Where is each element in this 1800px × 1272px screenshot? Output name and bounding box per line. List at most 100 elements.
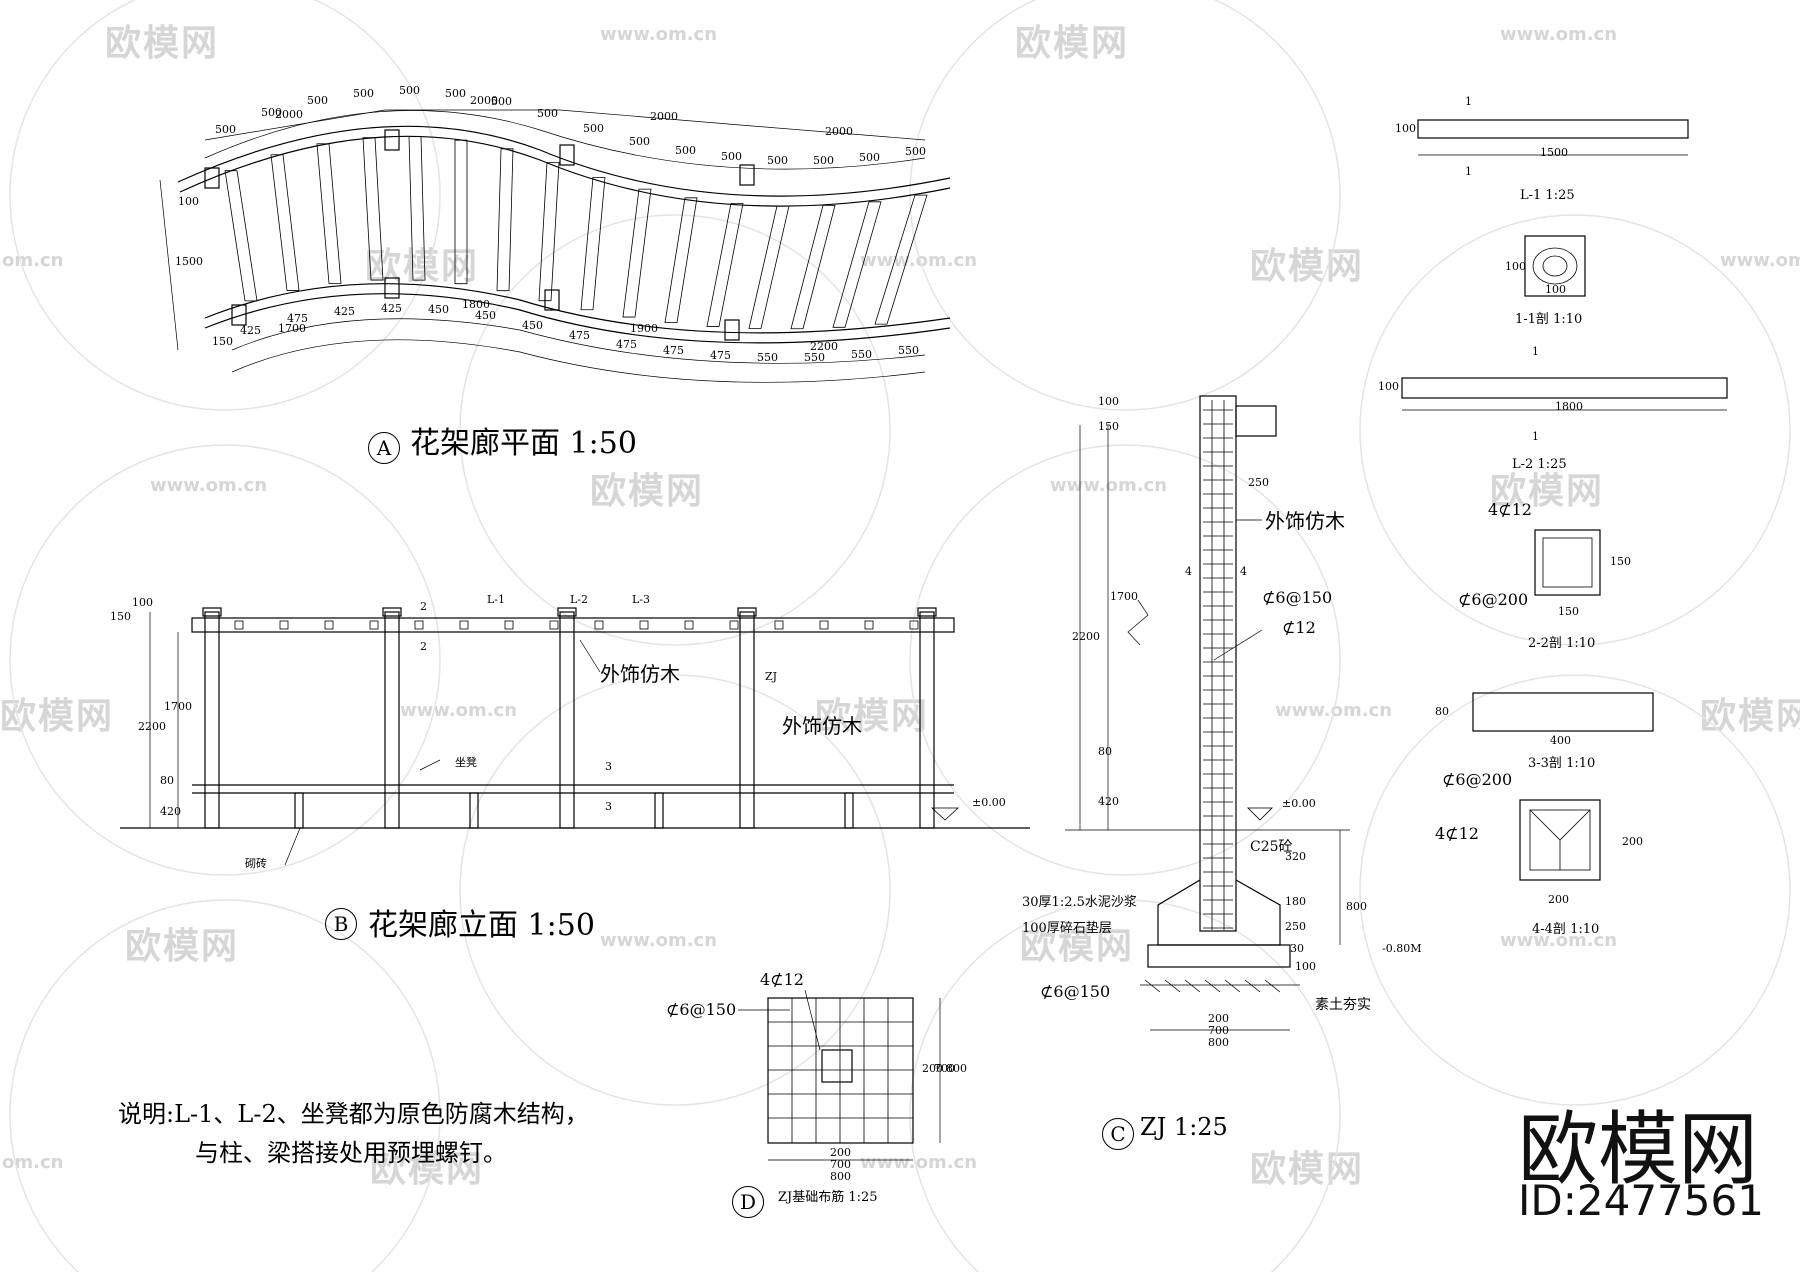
section-mark: 3 [605,800,612,813]
s11-width: 100 [1545,283,1566,296]
plan-slat [832,201,882,328]
column-level-label: ±0.00 [1282,797,1316,810]
s44-width: 200 [1548,893,1569,906]
section-mark: 3 [605,760,612,773]
elevation-l3-label: L-3 [632,593,651,606]
footing-stirrup-label: ⊄6@150 [666,1000,737,1019]
watermark-logo: 欧模网 [1250,246,1365,287]
column-dim: 420 [1098,795,1119,808]
column-dim: 800 [1346,900,1367,913]
plan-bottom-beam-inner [204,293,951,344]
s33-title: 3-3剖 1:10 [1528,756,1596,771]
plan-top-sub-dim: 500 [813,153,834,167]
plan-slat [316,143,342,284]
s22-section [1534,529,1601,596]
plan-bottom-sub-dim: 475 [663,344,684,358]
elevation-stud [684,620,694,630]
footing-dim: 200 [830,1146,851,1159]
watermark-logo: 欧模网 [0,696,115,737]
column-dim: 320 [1285,850,1306,863]
elevation-stud [504,620,514,630]
watermark-logo: 欧模网 [125,926,240,967]
elevation-stud [324,620,334,630]
elevation-stud [729,620,739,630]
s44-section [1519,799,1601,881]
l2-height: 100 [1378,380,1399,393]
l2-title: L-2 1:25 [1512,457,1567,472]
column-section-drawing [1065,395,1350,1031]
column-dim: 100 [1295,960,1316,973]
elevation-drawing [120,607,1030,866]
plan-bottom-sub-dim: 425 [334,304,355,318]
plan-bottom-sub-dim: 550 [804,350,825,364]
plan-top-sub-dim: 500 [537,107,558,121]
elevation-column-cap [737,607,757,617]
plan-bottom-dim-line [231,318,926,364]
plan-side-dim: 150 [212,335,233,348]
elevation-beam-studs [234,620,919,630]
l1-mark: 1 [1465,95,1472,108]
s44-stirrup: ⊄6@200 [1442,770,1513,789]
elevation-brick-label: 砌砖 [245,857,267,870]
column-beam-stub [1235,405,1277,437]
brand-id: ID:2477561 [1518,1176,1764,1225]
plan-bottom-dim: 1900 [630,322,658,335]
elevation-column [739,611,755,829]
watermark-url: www.om.cn [860,1152,978,1173]
watermark-logo: 欧模网 [1020,926,1135,967]
plan-top-sub-dim: 500 [399,84,420,98]
elevation-zj-label: ZJ [765,670,778,683]
plan-bottom-sub-dim: 550 [851,348,872,362]
s44-title: 4-4剖 1:10 [1532,922,1600,937]
plan-top-sub-dim: 500 [353,86,374,100]
column-concrete-label: C25砼 [1250,839,1293,855]
plan-side-dim: 100 [178,195,199,208]
plan-top-dim-line [204,109,926,141]
plan-bottom-sub-dim: 450 [475,308,496,322]
plan-bottom-sub-dim: 475 [616,337,637,351]
plan-top-dim: 2000 [825,125,853,138]
elevation-l2-label: L-2 [570,593,589,606]
footing-bars-label: 4⊄12 [760,970,804,989]
column-soil-label: 素土夯实 [1315,997,1371,1013]
elevation-stud [909,620,919,630]
footing-dim: 800 [830,1170,851,1183]
plan-top-sub-dim: 500 [307,93,328,107]
plan-bottom-sub-dim: 550 [898,343,919,357]
elevation-bench-label: 坐凳 [455,756,477,769]
plan-slat [664,197,698,324]
elevation-bench-leg [294,792,304,829]
s22-stirrup: ⊄6@200 [1458,590,1529,609]
elevation-vert-dim: 2200 [138,720,166,733]
column-stirrup-label: ⊄6@150 [1262,588,1333,607]
column-break-mark [1127,599,1149,646]
plan-slat [454,139,468,285]
column-mortar-label: 30厚1:2.5水泥沙浆 [1022,895,1137,910]
watermark-url: www.om.cn [1050,475,1168,496]
elevation-column-cap [917,607,937,617]
watermark-url: www.om.cn [1500,24,1618,45]
footing-dim: 700 [934,1062,955,1075]
watermark-url: om.cn [2,1152,64,1173]
watermark-arcs [9,0,1791,1272]
elevation-stud [639,620,649,630]
plan-top-sub-dim: 500 [629,134,650,148]
footing-title: ZJ基础布筋 1:25 [778,1190,878,1205]
elevation-column [919,611,935,829]
s11-title: 1-1剖 1:10 [1515,312,1583,327]
plan-bottom-sub-dim: 475 [287,312,308,326]
column-dim: 2200 [1072,630,1100,643]
plan-bottom-sub-dim: 450 [522,318,543,332]
elevation-stud [369,620,379,630]
column-bar-label: ⊄12 [1282,618,1316,637]
column-dim: 1700 [1110,590,1138,603]
plan-slat [748,205,790,329]
watermark-url: www.om.cn [1720,250,1800,271]
plan-bottom-sub-dim: 450 [428,302,449,316]
plan-top-sub-dim: 500 [721,150,742,164]
watermark-logo: 欧模网 [1015,23,1130,64]
column-base-bar-label: ⊄6@150 [1040,982,1111,1001]
plan-slat [408,136,426,281]
